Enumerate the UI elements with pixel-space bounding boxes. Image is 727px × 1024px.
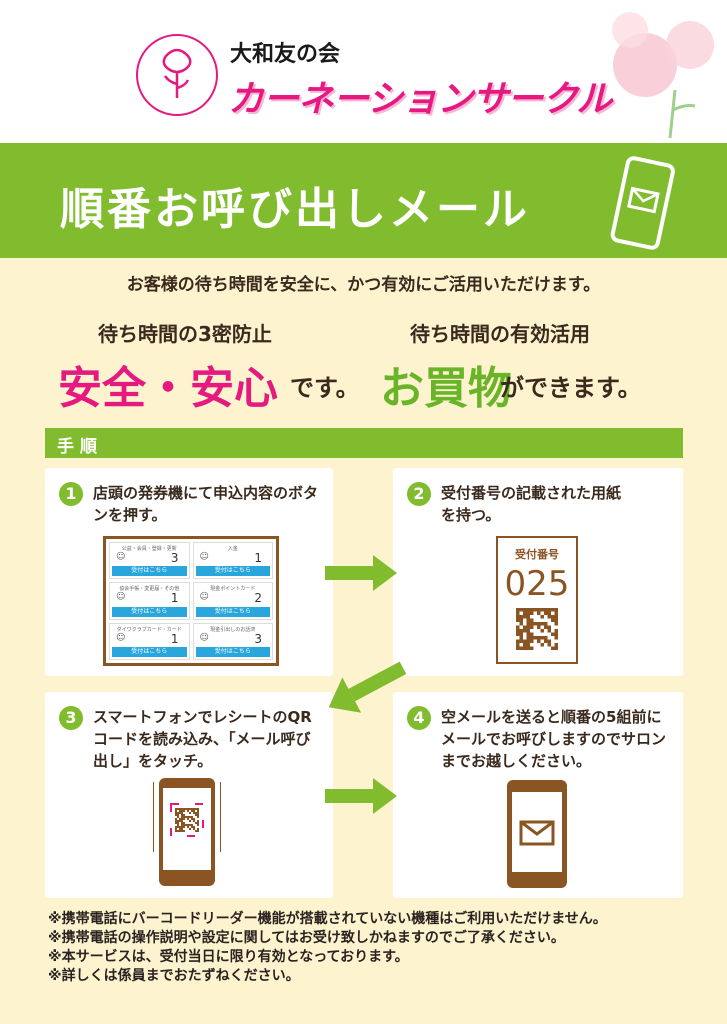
kiosk-waiting-count: 2 bbox=[254, 591, 262, 606]
step-text: 店頭の発券機にて申込内容のボタンを押す。 bbox=[93, 484, 319, 524]
step-card-4: 4 空メールを送ると順番の5組前にメールでお呼びしますのでサロンまでお越しくださ… bbox=[393, 692, 683, 898]
arrow-down-left-icon bbox=[328, 661, 407, 713]
kiosk-button: 受付はこちら bbox=[112, 606, 187, 617]
ticket-label: 受付番号 bbox=[515, 548, 559, 561]
note: ※携帯電話にバーコードリーダー機能が搭載されていない機種はご利用いただけません。 bbox=[48, 911, 607, 927]
reception-ticket: 受付番号 025 bbox=[496, 536, 578, 664]
kiosk-waiting-count: 1 bbox=[170, 631, 179, 646]
kiosk-item-title: 現金ポイントカード bbox=[210, 586, 256, 593]
note: ※詳しくは係員までおたずねください。 bbox=[48, 968, 300, 984]
kiosk-button: 受付はこちら bbox=[195, 606, 270, 617]
step-text: 空メールを送ると順番の5組前にメールでお呼びしますのでサロンまでお越しください。 bbox=[441, 708, 667, 770]
carnation-illustration-icon bbox=[612, 12, 714, 139]
people-icon: ☺ bbox=[116, 592, 126, 603]
people-icon: ☺ bbox=[116, 632, 126, 643]
subtitle: お客様の待ち時間を安全に、かつ有効にご活用いただけます。 bbox=[126, 275, 601, 295]
kiosk-item-title: 公益・会員・登録・更新 bbox=[121, 546, 177, 552]
note: ※本サービスは、受付当日に限り有効となっております。 bbox=[48, 949, 409, 965]
people-icon: ☺ bbox=[199, 592, 209, 603]
benefit-shopping-suffix: ができます。 bbox=[500, 374, 642, 402]
notes: ※携帯電話にバーコードリーダー機能が搭載されていない機種はご利用いただけません。… bbox=[48, 910, 607, 986]
step-number: 1 bbox=[59, 482, 83, 506]
kiosk-item-title: 入金 bbox=[227, 546, 238, 552]
step-text: 受付番号の記載された用紙を持つ。 bbox=[441, 484, 622, 524]
kiosk-item-title: ダイワクラブカード・カード bbox=[116, 626, 182, 633]
ticket-number: 025 bbox=[504, 564, 570, 604]
organization-name: 大和友の会 bbox=[230, 42, 341, 67]
people-icon: ☺ bbox=[199, 552, 209, 562]
circle-name: カーネーションサークル bbox=[228, 79, 612, 120]
arrow-right-icon bbox=[325, 778, 397, 814]
page-title: 順番お呼び出しメール bbox=[60, 184, 530, 235]
carnation-logo bbox=[136, 34, 218, 116]
carnation-icon bbox=[162, 48, 192, 98]
qr-code-icon bbox=[516, 608, 558, 650]
kiosk-waiting-count: 1 bbox=[254, 551, 262, 565]
header bbox=[0, 0, 727, 143]
step-number: 4 bbox=[407, 706, 431, 730]
step-card-3: 3 スマートフォンでレシートのQRコードを読み込み、「メール呼び出し」をタッチ。 bbox=[45, 692, 333, 898]
kiosk-button: 受付はこちら bbox=[195, 566, 270, 577]
benefit-safety-suffix: です。 bbox=[290, 374, 360, 402]
arrow-right-icon bbox=[325, 555, 397, 591]
kiosk-button: 受付はこちら bbox=[195, 647, 270, 657]
people-icon: ☺ bbox=[199, 632, 209, 643]
kiosk-waiting-count: 3 bbox=[170, 551, 179, 565]
title-banner bbox=[0, 143, 727, 258]
step-card-2: 2 受付番号の記載された用紙を持つ。 受付番号 025 bbox=[393, 468, 683, 676]
smartphone-qr-scan-icon bbox=[153, 778, 221, 886]
steps-heading: 手順 bbox=[45, 428, 683, 458]
smartphone-mail-icon bbox=[507, 780, 567, 888]
step-number: 2 bbox=[407, 482, 431, 506]
benefit-safety-lead: 待ち時間の3密防止 bbox=[98, 322, 272, 346]
benefit-shopping-highlight: お買物 bbox=[380, 363, 512, 414]
benefit-shopping-lead: 待ち時間の有効活用 bbox=[410, 322, 590, 346]
kiosk-waiting-count: 3 bbox=[254, 631, 262, 646]
smartphone-mail-icon bbox=[610, 156, 675, 250]
kiosk-button: 受付はこちら bbox=[112, 647, 187, 657]
kiosk-waiting-count: 1 bbox=[170, 591, 179, 606]
kiosk-item-title: 現金引出しのお話済 bbox=[210, 626, 256, 633]
note: ※携帯電話の操作説明や設定に関してはお受け致しかねますのでご了承ください。 bbox=[48, 930, 565, 946]
benefit-safety-highlight: 安全・安心 bbox=[58, 363, 278, 414]
kiosk-item-title: 協会手帳・変更届・その他 bbox=[119, 586, 180, 593]
step-number: 3 bbox=[59, 706, 83, 730]
kiosk-button: 受付はこちら bbox=[112, 566, 187, 577]
step-text: スマートフォンでレシートのQRコードを読み込み、「メール呼び出し」をタッチ。 bbox=[93, 708, 312, 770]
people-icon: ☺ bbox=[116, 552, 126, 562]
